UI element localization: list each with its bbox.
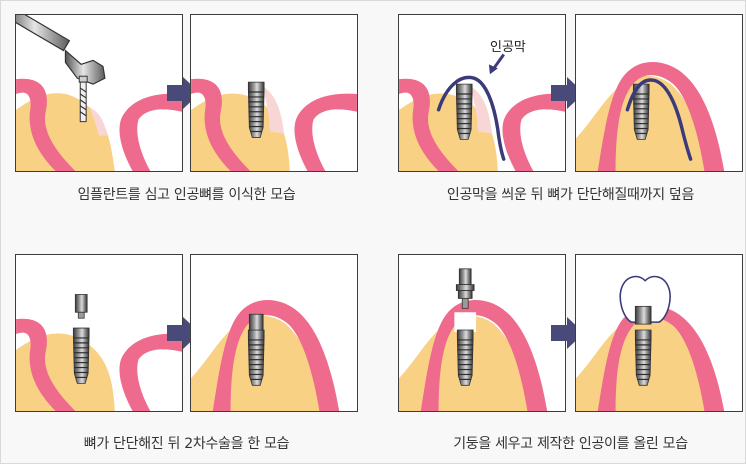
step2-panel-before [398, 14, 566, 172]
gum [597, 62, 725, 171]
implant-fixture [634, 329, 652, 386]
step1-panel-after [190, 14, 358, 172]
right-arrow-icon [551, 316, 585, 350]
tooth-crown-icon [619, 275, 671, 325]
abutment [455, 268, 475, 309]
right-arrow-icon [167, 316, 201, 350]
implant-fixture [247, 329, 265, 386]
healing-cap [248, 313, 264, 331]
membrane [436, 75, 506, 161]
membrane [625, 78, 693, 161]
step3-panel-after [190, 254, 358, 412]
gum-left [16, 78, 76, 171]
implant-fixture [72, 327, 90, 384]
graft-area [262, 86, 284, 134]
implant-fixture [247, 81, 265, 139]
gum-right [119, 93, 182, 171]
right-arrow-icon [167, 76, 201, 110]
graft-area [89, 106, 107, 136]
dental-drill-icon [16, 15, 106, 123]
gum-opening [454, 312, 477, 333]
implant-fixture [456, 329, 474, 386]
step4-panel-before [398, 254, 566, 412]
step1-panel-before [15, 14, 183, 172]
step2-panel-after [575, 14, 743, 172]
step4-caption: 기둥을 세우고 제작한 인공이를 올린 모습 [453, 436, 688, 452]
step4-panel-after [575, 254, 743, 412]
healing-cap [74, 294, 88, 319]
step2-caption: 인공막을 씌운 뒤 뼈가 단단해질때까지 덮음 [446, 187, 695, 203]
membrane-pointer-arrow [492, 53, 505, 70]
step3-caption: 뼈가 단단해진 뒤 2차수술을 한 모습 [83, 436, 290, 452]
step3-panel-before [15, 254, 183, 412]
membrane-label: 인공막 [490, 40, 526, 55]
right-arrow-icon [551, 76, 585, 110]
implant-fixture [455, 83, 473, 140]
step1-caption: 임플란트를 심고 인공뼈를 이식한 모습 [77, 187, 296, 203]
